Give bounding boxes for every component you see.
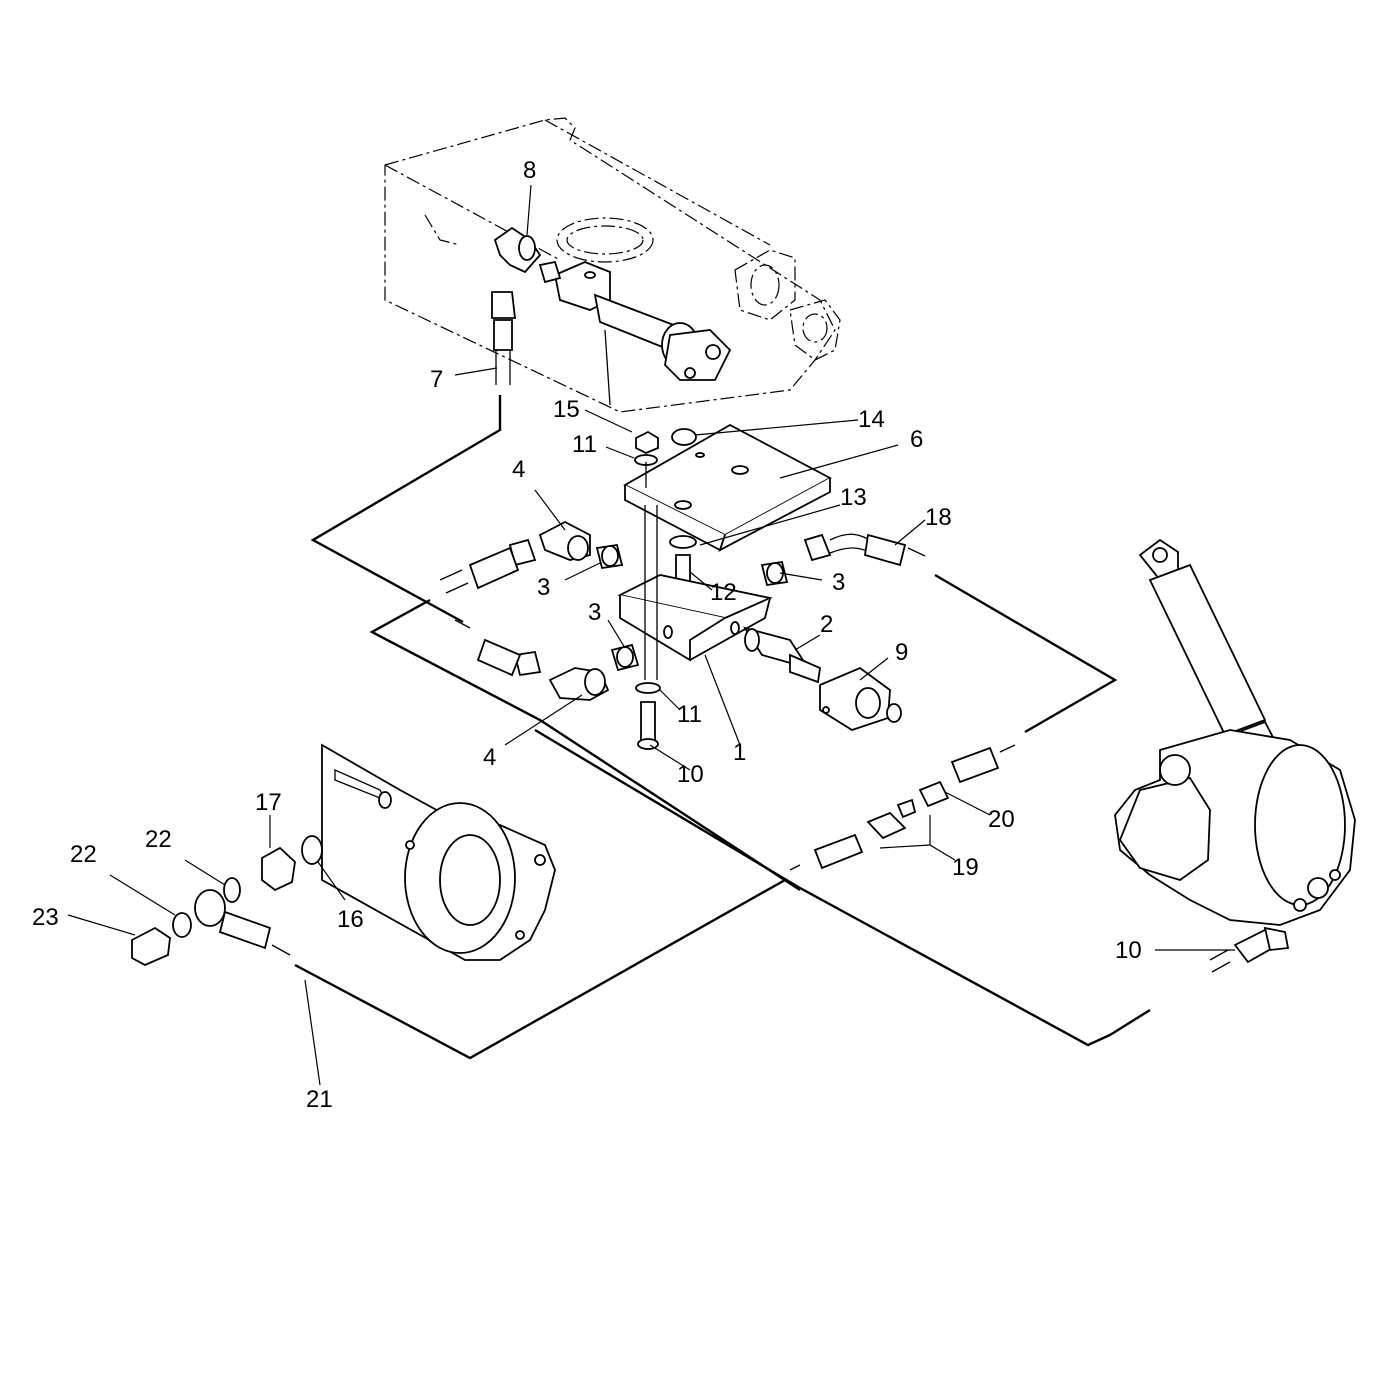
adapter-3-lower — [610, 643, 640, 672]
lift-cylinder-top — [553, 261, 732, 406]
callout-10-upper: 10 — [677, 761, 704, 788]
callout-17: 17 — [255, 789, 282, 816]
callout-3-left: 3 — [537, 574, 550, 601]
fitting-19 — [789, 798, 917, 871]
callout-6: 6 — [910, 426, 923, 453]
fittings-16-17-22-23 — [131, 835, 323, 966]
callout-2: 2 — [820, 611, 833, 638]
valve-block-1 — [617, 505, 773, 680]
callout-19: 19 — [952, 854, 979, 881]
adapter-3-left-top — [595, 543, 624, 570]
callout-21: 21 — [306, 1086, 333, 1113]
nut-15-washer-11-ring-14 — [634, 428, 697, 488]
callout-4-lower: 4 — [483, 744, 496, 771]
callout-4-upper: 4 — [512, 456, 525, 483]
hose-21 — [271, 878, 786, 1060]
callout-22-right: 22 — [145, 826, 172, 853]
gear-housing-left — [321, 743, 556, 961]
hoses-left — [369, 546, 1151, 1047]
callout-14: 14 — [858, 406, 885, 433]
callout-18: 18 — [925, 504, 952, 531]
hose-7 — [310, 350, 511, 624]
callout-9: 9 — [895, 639, 908, 666]
adapter-3-right — [760, 560, 789, 587]
callout-10-lower: 10 — [1115, 937, 1142, 964]
callout-12: 12 — [710, 579, 737, 606]
hose-18 — [803, 533, 1118, 734]
callout-7: 7 — [430, 366, 443, 393]
pump-assembly-right — [1114, 538, 1356, 926]
elbow-4-upper — [508, 520, 591, 567]
elbow-4-lower — [513, 650, 610, 701]
callout-1: 1 — [733, 739, 746, 766]
callout-11-upper: 11 — [572, 431, 597, 458]
transmission-housing-phantom — [384, 117, 841, 413]
callout-22-left: 22 — [70, 841, 97, 868]
callout-15: 15 — [553, 396, 580, 423]
hose-10-right — [1209, 926, 1290, 973]
callout-3-right: 3 — [832, 569, 845, 596]
callout-8: 8 — [523, 157, 536, 184]
elbow-fitting-8 — [491, 226, 562, 351]
callout-16: 16 — [337, 906, 364, 933]
leader-lines — [67, 184, 1235, 1086]
valve-9 — [819, 666, 902, 731]
callout-labels: 8 7 15 14 11 6 4 13 18 3 12 3 3 2 9 11 4… — [32, 157, 1142, 1113]
callout-11-lower: 11 — [677, 701, 702, 728]
bolt-10-upper — [635, 682, 661, 750]
callout-23: 23 — [32, 904, 59, 931]
callout-13: 13 — [840, 484, 867, 511]
fitting-20 — [918, 744, 1016, 808]
callout-20: 20 — [988, 806, 1015, 833]
callout-3-lower: 3 — [588, 599, 601, 626]
fitting-2 — [743, 626, 821, 684]
